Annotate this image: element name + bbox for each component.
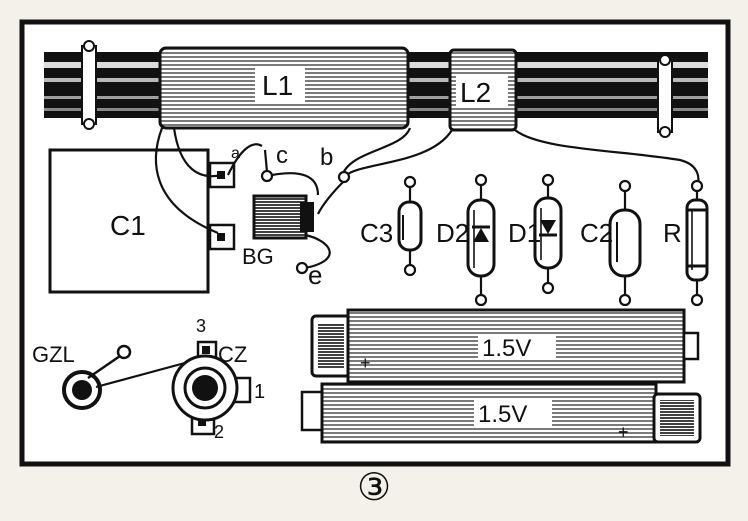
switch-terminal-2: 2 (214, 422, 224, 442)
label-l2: L2 (460, 77, 491, 108)
label-bg: BG (242, 244, 274, 269)
label-d2: D2 (436, 218, 469, 248)
jack-gzl: GZL (32, 342, 197, 410)
rod-clamp-right (657, 54, 673, 138)
label-gzl: GZL (32, 342, 75, 367)
battery-1: 1.5V + (310, 308, 700, 384)
switch-cz: CZ 3 1 2 (171, 316, 265, 442)
label-c2: C2 (580, 218, 613, 248)
switch-terminal-3: 3 (196, 316, 206, 336)
diode-d2: D2 (436, 173, 496, 307)
battery-2-voltage: 1.5V (478, 401, 527, 428)
battery-1-plus: + (360, 353, 371, 373)
diode-d1: D1 (508, 173, 563, 295)
label-c1: C1 (110, 210, 146, 241)
pin-a-label: a (231, 145, 240, 162)
resistor-r: R (663, 179, 709, 307)
coil-l1: L1 (158, 46, 410, 130)
wires (154, 127, 700, 270)
battery-1-voltage: 1.5V (482, 335, 531, 362)
pin-c-label: c (276, 142, 288, 169)
pin-e-label: e (308, 260, 322, 290)
transistor-bg: BG c b e a (231, 142, 351, 290)
label-r: R (663, 218, 682, 248)
rod-clamp-left (81, 40, 97, 130)
capacitor-c2: C2 (580, 179, 642, 307)
label-c3: C3 (360, 218, 393, 248)
label-l1: L1 (262, 70, 293, 101)
capacitor-c1: C1 (48, 148, 236, 294)
battery-2: 1.5V + (300, 382, 702, 444)
battery-2-plus: + (618, 422, 629, 442)
pin-b-label: b (320, 144, 333, 171)
switch-terminal-1: 1 (254, 381, 265, 403)
coil-l2: L2 (448, 48, 518, 132)
figure-number: ③ (357, 467, 391, 509)
label-cz: CZ (218, 342, 247, 367)
capacitor-c3: C3 (360, 175, 423, 277)
label-d1: D1 (508, 218, 541, 248)
